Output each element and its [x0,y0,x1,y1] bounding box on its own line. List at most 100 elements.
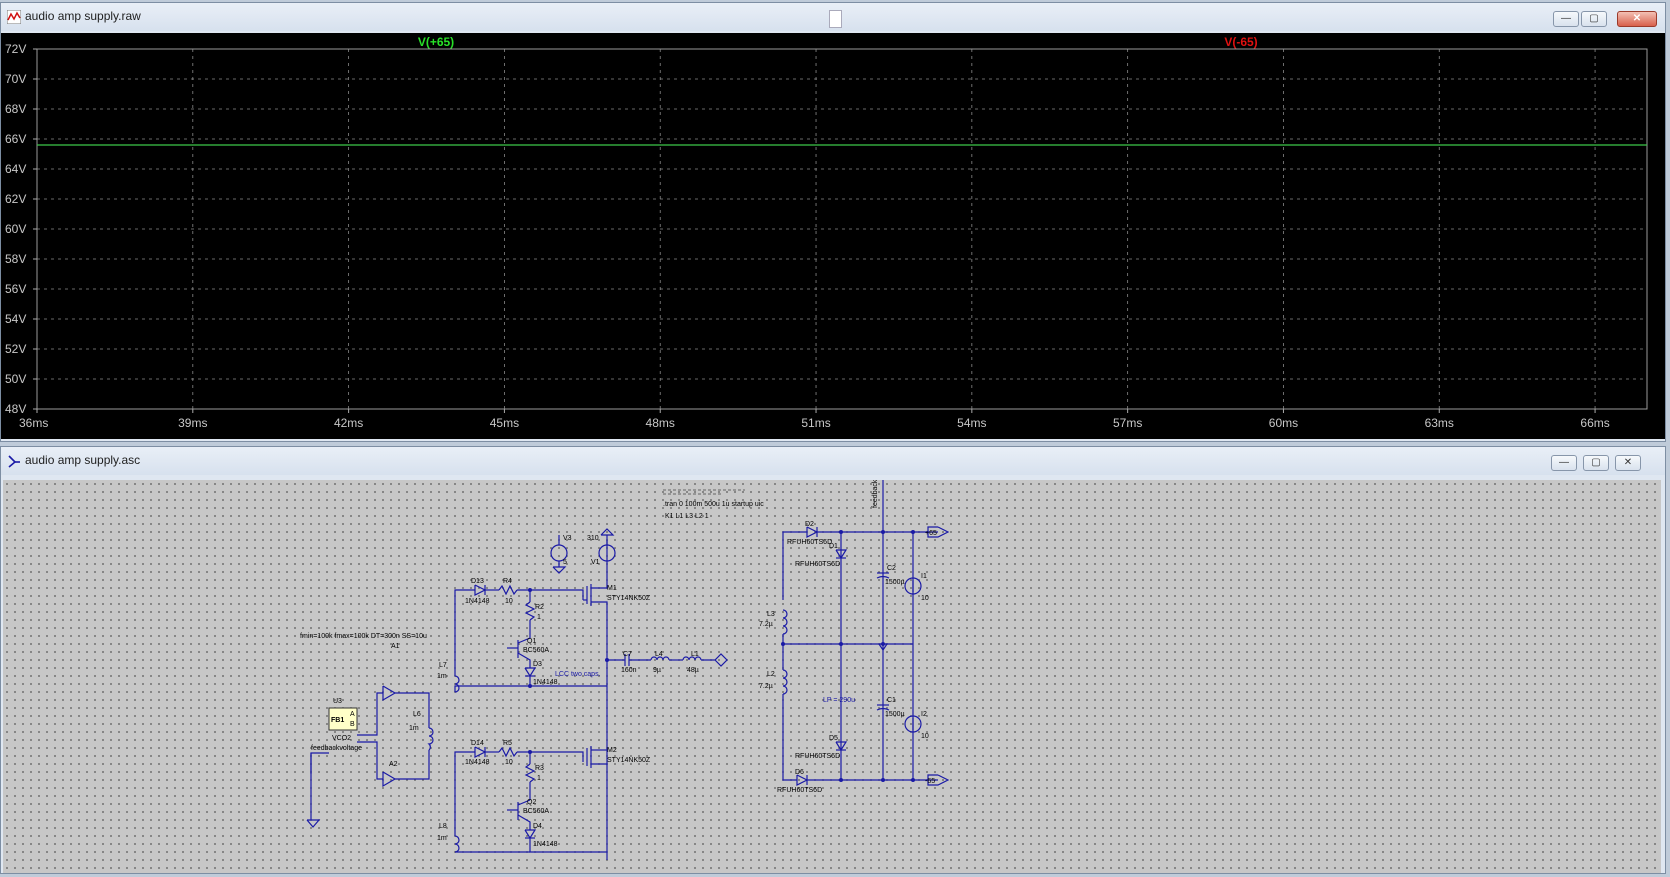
x-tick-label: 36ms [19,416,48,430]
label-i2[interactable]: I2 [921,711,927,718]
pane-grip[interactable] [829,10,842,28]
close-button[interactable]: ✕ [1615,455,1641,471]
schematic-canvas[interactable]: U3 FB1 A B VCO2 feedbackvoltage fmin=100… [3,479,1661,873]
label-q1[interactable]: Q1 [527,638,536,645]
trace-label-v-pos65[interactable]: V(+65) [418,35,454,49]
plot-window-titlebar[interactable]: audio amp supply.raw — ▢ ✕ [1,3,1665,31]
x-tick-label: 57ms [1113,416,1142,430]
maximize-button[interactable]: ▢ [1581,11,1607,27]
y-tick-label: 52V [5,342,26,356]
x-tick-label: 63ms [1425,416,1454,430]
vco-model: VCO2 [332,735,351,742]
schematic-window-titlebar[interactable]: audio amp supply.asc — ▢ ✕ [1,447,1665,475]
label-c7[interactable]: C7 [623,651,632,658]
x-tick-label: 45ms [490,416,519,430]
label-q2[interactable]: Q2 [527,799,536,806]
value-r4: 10 [505,598,513,605]
feedback-net-label[interactable]: feedbackvoltage [311,745,362,752]
y-tick-label: 66V [5,132,26,146]
label-d14[interactable]: D14 [471,740,484,747]
close-button[interactable]: ✕ [1617,11,1657,27]
feedback-net-top[interactable]: feedback [872,479,879,508]
label-d1[interactable]: D1 [829,543,838,550]
label-i1[interactable]: I1 [921,573,927,580]
value-l3: 7.2µ [759,621,773,628]
label-l6[interactable]: L6 [413,711,421,718]
value-l2: 7.2µ [759,683,773,690]
value-d13: 1N4148 [465,598,490,605]
y-tick-label: 48V [5,402,26,416]
label-l4[interactable]: L4 [655,651,663,658]
net-label-pos65[interactable]: +65 [925,530,937,537]
label-c2[interactable]: C2 [887,565,896,572]
value-d14: 1N4148 [465,759,490,766]
value-v3: 5 [563,559,567,566]
value-d6: RFUH60TS6D [777,787,822,794]
value-d1: RFUH60TS6D [795,561,840,568]
label-m1[interactable]: M1 [607,585,617,592]
schematic-wires [306,480,950,860]
x-tick-label: 54ms [957,416,986,430]
x-tick-label: 51ms [801,416,830,430]
value-c2: 1500µ [885,579,905,586]
label-d5[interactable]: D5 [829,735,838,742]
label-d6[interactable]: D6 [795,769,804,776]
label-l1[interactable]: L1 [691,651,699,658]
label-a1[interactable]: A1 [391,643,400,650]
y-tick-label: 50V [5,372,26,386]
label-l7[interactable]: L7 [439,662,447,669]
directive-k1[interactable]: K1 L1 L3 L2 1 [665,513,709,520]
label-c1[interactable]: C1 [887,697,896,704]
label-v3[interactable]: V3 [563,535,572,542]
minimize-button[interactable]: — [1553,11,1579,27]
label-r5[interactable]: R5 [503,740,512,747]
plot-window-title: audio amp supply.raw [25,9,141,23]
waveform-plot[interactable]: 72V70V68V66V64V62V60V58V56V54V52V50V48V … [1,33,1665,439]
plot-grid [37,49,1647,409]
vco-params[interactable]: fmin=100k fmax=100k DT=300n SS=10u [300,633,427,640]
vco-pin-fb: FB1 [331,717,344,724]
y-tick-label: 72V [5,42,26,56]
label-r2[interactable]: R2 [535,604,544,611]
net-label-neg65[interactable]: -65 [925,778,935,785]
y-tick-label: 60V [5,222,26,236]
value-m1: STY14NK50Z [607,595,651,602]
value-i1: 10 [921,595,929,602]
minimize-button[interactable]: — [1551,455,1577,471]
vco-block[interactable] [328,707,358,731]
y-tick-label: 68V [5,102,26,116]
y-tick-label: 62V [5,192,26,206]
label-r3[interactable]: R3 [535,765,544,772]
label-d2[interactable]: D2 [805,521,814,528]
label-d4[interactable]: D4 [533,823,542,830]
lcc-note[interactable]: LCC two caps. [555,671,601,678]
label-a2[interactable]: A2 [389,761,398,768]
label-l8[interactable]: L8 [439,823,447,830]
label-v1[interactable]: V1 [591,559,600,566]
label-l3[interactable]: L3 [767,611,775,618]
y-tick-label: 58V [5,252,26,266]
maximize-button[interactable]: ▢ [1583,455,1609,471]
value-r3: 1 [537,775,541,782]
value-l8: 1m [437,835,447,842]
directive-tran[interactable]: .tran 0 100m 500u 1u startup uic [663,501,764,508]
trace-label-v-neg65[interactable]: V(-65) [1224,35,1257,49]
value-c1: 1500µ [885,711,905,718]
label-r4[interactable]: R4 [503,578,512,585]
label-l2[interactable]: L2 [767,671,775,678]
component-labels: U3 FB1 A B VCO2 feedbackvoltage fmin=100… [300,479,937,848]
value-l7: 1m [437,673,447,680]
spice-directives: .tran 0 100m 500u 1u startup uic K1 L1 L… [663,489,764,520]
label-m2[interactable]: M2 [607,747,617,754]
label-d13[interactable]: D13 [471,578,484,585]
label-d3[interactable]: D3 [533,661,542,668]
schematic-window: audio amp supply.asc — ▢ ✕ [0,446,1666,874]
value-d2: RFUH60TS6D [787,539,832,546]
lp-note[interactable]: LP = 290u [823,697,855,704]
schematic-drawing[interactable]: U3 FB1 A B VCO2 feedbackvoltage fmin=100… [3,479,1659,872]
value-r2: 1 [537,614,541,621]
vco-name: U3 [333,698,342,705]
